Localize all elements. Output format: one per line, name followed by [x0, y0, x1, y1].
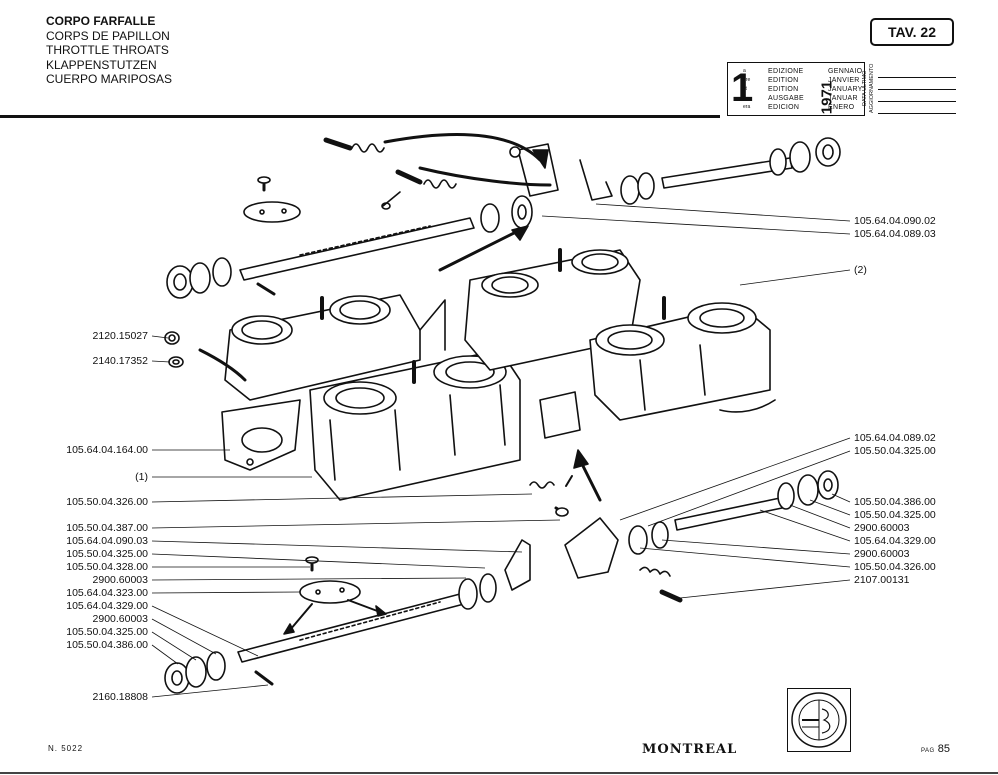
edition-month: JANUARY	[828, 86, 863, 93]
edition-word: AUSGABE	[768, 95, 804, 102]
part-label: 2140.17352	[92, 355, 148, 367]
brand-wordmark: MONTREAL	[642, 742, 738, 757]
part-label: 105.50.04.325.00	[854, 445, 936, 457]
last-update-lines	[878, 66, 956, 114]
title-es: CUERPO MARIPOSAS	[46, 72, 173, 86]
edition-month: JANVIER	[828, 77, 860, 84]
edition-number: 1	[731, 66, 754, 110]
part-label: 105.50.04.326.00	[854, 561, 936, 573]
page-number-value: 85	[937, 743, 950, 755]
top-springs	[323, 137, 457, 210]
lower-throttle-plate	[299, 556, 361, 604]
part-label: 105.64.04.329.00	[854, 535, 936, 547]
edition-ordinal: a	[743, 68, 746, 74]
edition-month: ENERO	[828, 104, 855, 111]
alfa-romeo-logo-icon	[787, 688, 851, 752]
throttle-body-casting	[224, 248, 776, 501]
title-it: CORPO FARFALLE	[46, 14, 156, 28]
header-rule	[0, 115, 720, 118]
footer-rule	[0, 772, 998, 774]
edition-word: EDITION	[768, 77, 799, 84]
part-label: 2107.00131	[854, 574, 910, 586]
edition-ordinal: st	[743, 86, 747, 92]
page-prefix: PAG	[921, 748, 935, 754]
small-spring	[529, 475, 573, 489]
part-label: 2900.60003	[854, 522, 910, 534]
part-label: 2900.60003	[92, 613, 148, 625]
upper-left-shaft	[166, 195, 533, 299]
top-lever	[509, 143, 613, 201]
part-label: 2160.18808	[92, 691, 148, 703]
part-label: (1)	[135, 471, 148, 483]
edition-word: EDICION	[768, 104, 800, 111]
edition-word: EDIZIONE	[768, 68, 804, 75]
title-block: CORPO FARFALLE CORPS DE PAPILLON THROTTL…	[46, 14, 172, 87]
part-label: 105.50.04.386.00	[854, 496, 936, 508]
part-label: 105.64.04.090.03	[66, 535, 148, 547]
edition-months: GENNAIO JANVIER JANUARY JANUAR ENERO	[828, 67, 863, 112]
part-label: 105.64.04.164.00	[66, 444, 148, 456]
part-label: 2120.15027	[92, 330, 148, 342]
edition-month: JANUAR	[828, 95, 858, 102]
part-label: (2)	[854, 264, 867, 276]
part-label: 105.64.04.089.02	[854, 432, 936, 444]
title-de: KLAPPENSTUTZEN	[46, 57, 157, 72]
document-code: N. 5022	[48, 744, 84, 753]
edition-ordinal: era	[743, 104, 751, 110]
edition-words: EDIZIONE EDITION EDITION AUSGABE EDICION	[768, 67, 804, 112]
part-label: 105.50.04.386.00	[66, 639, 148, 651]
part-label: 2900.60003	[92, 574, 148, 586]
part-label: 105.64.04.329.00	[66, 600, 148, 612]
leader-lines	[151, 203, 851, 698]
gasket	[221, 399, 301, 471]
part-label: 105.50.04.325.00	[66, 626, 148, 638]
edition-word: EDITION	[768, 86, 799, 93]
title-fr: CORPS DE PAPILLON	[46, 28, 170, 43]
part-label: 2900.60003	[854, 548, 910, 560]
lower-right-shaft	[554, 470, 839, 603]
lower-left-shaft	[164, 539, 531, 694]
edition-ordinal: .	[743, 95, 745, 101]
edition-box: 1 a ère st . era EDIZIONE EDITION EDITIO…	[727, 62, 865, 116]
part-label: 105.64.04.089.03	[854, 228, 936, 240]
table-number-box: TAV. 22	[870, 18, 954, 46]
part-label: 105.64.04.090.02	[854, 215, 936, 227]
upper-right-shaft	[620, 137, 841, 205]
edition-ordinals: a ère st . era	[743, 67, 750, 112]
part-label: 105.50.04.326.00	[66, 496, 148, 508]
part-label: 105.50.04.325.00	[854, 509, 936, 521]
part-label: 105.50.04.328.00	[66, 561, 148, 573]
part-label: 105.64.04.323.00	[66, 587, 148, 599]
part-label: 105.50.04.325.00	[66, 548, 148, 560]
part-label: 105.50.04.387.00	[66, 522, 148, 534]
edition-month: GENNAIO	[828, 68, 863, 75]
upper-throttle-plate	[243, 176, 301, 223]
title-en: THROTTLE THROATS	[46, 43, 169, 57]
edition-ordinal: ère	[743, 77, 751, 83]
